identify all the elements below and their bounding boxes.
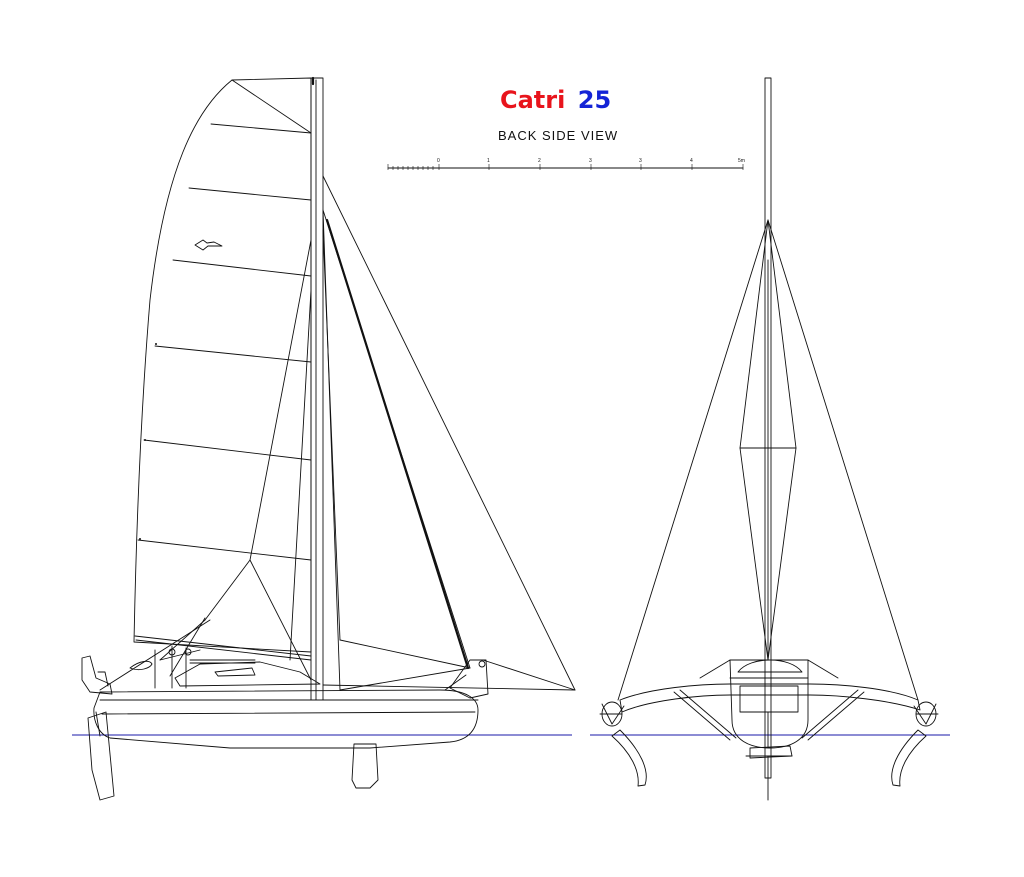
scale-label: 2 [538, 158, 541, 164]
scale-label: 4 [690, 158, 693, 164]
title: Catri 25 [500, 86, 611, 114]
scale-label: 3 [589, 158, 592, 164]
scale-label: 5m [738, 158, 745, 164]
daggerboard [351, 743, 379, 789]
screecher-stay [322, 175, 576, 691]
reef-points [139, 343, 157, 540]
crossbeam [619, 683, 921, 713]
mast [310, 77, 324, 701]
title-part-2: 25 [578, 86, 611, 114]
scale-label: 1 [487, 158, 490, 164]
scale-bar: 0 1 2 3 3 4 5m [387, 158, 745, 170]
right-float [891, 701, 939, 787]
jib [322, 209, 471, 691]
cabin [174, 661, 321, 687]
back-view [590, 77, 950, 801]
side-view [72, 76, 576, 801]
sail-logo-icon [194, 239, 223, 251]
center-hull [729, 659, 809, 749]
scale-label: 3 [639, 158, 642, 164]
rudder [87, 711, 115, 801]
subtitle: BACK SIDE VIEW [498, 128, 618, 143]
title-part-1: Catri [500, 86, 565, 114]
main-hull [93, 689, 479, 749]
scale-label: 0 [437, 158, 440, 164]
mainsail [133, 77, 312, 653]
left-float [599, 701, 647, 787]
forestay [325, 218, 470, 670]
sail-battens [137, 123, 312, 561]
